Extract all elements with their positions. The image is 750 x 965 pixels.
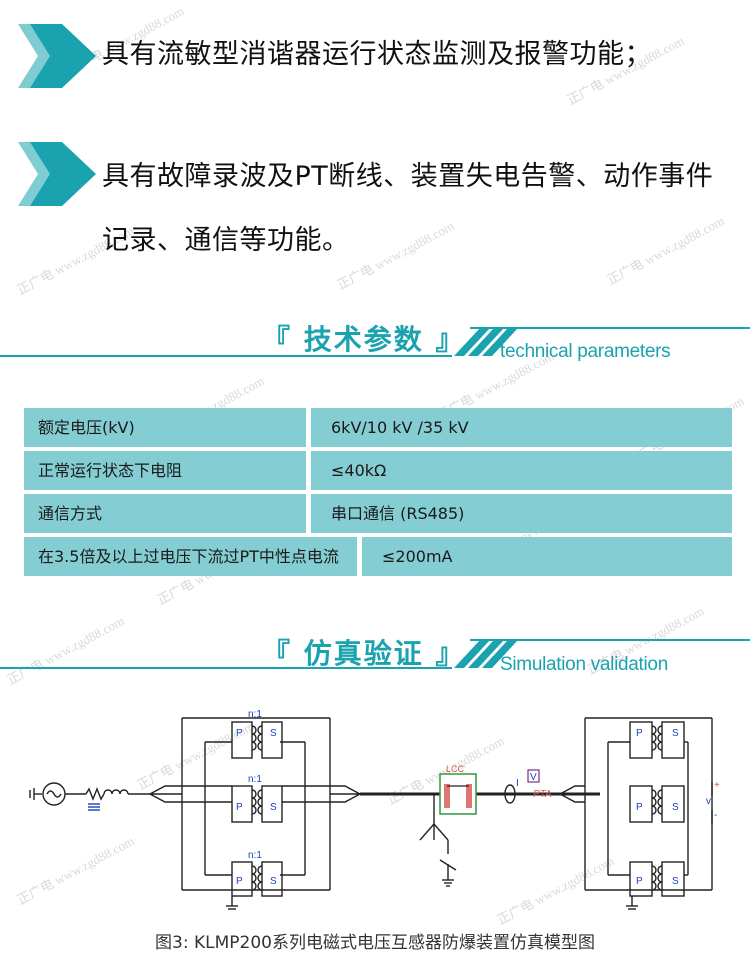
- primary-label: P: [236, 802, 243, 813]
- secondary-label: S: [672, 876, 679, 887]
- pt-label: PTA: [533, 789, 552, 800]
- lcc-label: LCC: [446, 764, 465, 774]
- ratio-label: n:1: [248, 850, 262, 861]
- current-label: I: [516, 778, 519, 789]
- feature-line: 记录、通信等功能。: [102, 225, 350, 256]
- primary-label: P: [636, 728, 643, 739]
- feature-line: 具有故障录波及PT断线、装置失电告警、动作事件: [102, 161, 714, 192]
- param-label: 额定电压(kV): [24, 408, 306, 447]
- section-subtitle: Simulation validation: [500, 654, 668, 675]
- secondary-label: S: [270, 876, 277, 887]
- section-header-sim: 『 仿真验证 』 Simulation validation: [0, 630, 750, 680]
- section-header-tech: 『 技术参数 』 technical parameters: [0, 318, 750, 368]
- param-label: 通信方式: [24, 494, 306, 533]
- param-value: ≤40kΩ: [311, 451, 732, 490]
- param-value: 6kV/10 kV /35 kV: [311, 408, 732, 447]
- table-row: 额定电压(kV) 6kV/10 kV /35 kV: [24, 408, 732, 447]
- meter-label: V: [530, 772, 537, 783]
- section-subtitle: technical parameters: [500, 341, 671, 362]
- circuit-diagram: n:1 n:1 n:1 P S P S P S P S P S P S I V …: [29, 709, 720, 910]
- v-label: v: [706, 796, 711, 807]
- secondary-label: S: [672, 802, 679, 813]
- table-row: 通信方式 串口通信 (RS485): [24, 494, 732, 533]
- secondary-label: S: [270, 728, 277, 739]
- figure-caption: 图3: KLMP200系列电磁式电压互感器防爆装置仿真模型图: [155, 933, 595, 953]
- feature-text: 具有故障录波及PT断线、装置失电告警、动作事件 记录、通信等功能。: [102, 152, 742, 266]
- primary-label: P: [636, 876, 643, 887]
- section-rule: [0, 639, 750, 669]
- primary-label: P: [236, 728, 243, 739]
- secondary-label: S: [672, 728, 679, 739]
- section-title: 『 技术参数 』: [262, 323, 466, 356]
- primary-label: P: [236, 876, 243, 887]
- primary-label: P: [636, 802, 643, 813]
- feature-item: 具有流敏型消谐器运行状态监测及报警功能；: [0, 24, 750, 88]
- section-rule: [0, 327, 750, 357]
- secondary-label: S: [270, 802, 277, 813]
- ratio-label: n:1: [248, 709, 262, 720]
- meter-block: [527, 769, 540, 783]
- feature-text: 具有流敏型消谐器运行状态监测及报警功能；: [102, 30, 742, 80]
- minus-label: -: [714, 810, 717, 821]
- ratio-label: n:1: [248, 774, 262, 785]
- chevron-bullet-icon: [18, 24, 96, 88]
- chevron-bullet-icon: [18, 142, 96, 206]
- table-row: 正常运行状态下电阻 ≤40kΩ: [24, 451, 732, 490]
- feature-item: 具有故障录波及PT断线、装置失电告警、动作事件 记录、通信等功能。: [0, 142, 750, 256]
- feature-line: 具有流敏型消谐器运行状态监测及报警功能；: [102, 39, 652, 70]
- param-label: 正常运行状态下电阻: [24, 451, 306, 490]
- table-row: 在3.5倍及以上过电压下流过PT中性点电流 ≤200mA: [24, 537, 732, 576]
- params-table: 额定电压(kV) 6kV/10 kV /35 kV 正常运行状态下电阻 ≤40k…: [24, 408, 732, 580]
- param-value: ≤200mA: [362, 537, 732, 576]
- param-value: 串口通信 (RS485): [311, 494, 732, 533]
- plus-label: +: [714, 780, 720, 791]
- param-label: 在3.5倍及以上过电压下流过PT中性点电流: [24, 537, 357, 576]
- section-title: 『 仿真验证 』: [262, 637, 466, 670]
